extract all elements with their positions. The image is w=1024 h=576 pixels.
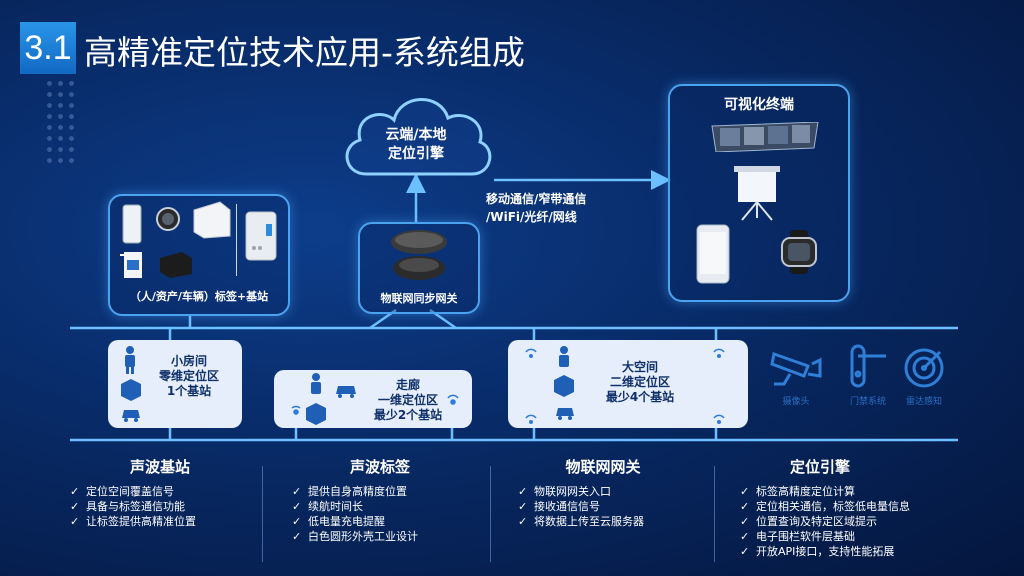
camera-icon (770, 352, 822, 386)
smartphone-icon (696, 224, 730, 284)
list-item: ✓开放API接口，支持性能拓展 (740, 545, 895, 558)
gateway-device-icon (391, 230, 447, 280)
vehicle-tag-icon (160, 252, 192, 278)
list-item: ✓提供自身高精度位置 (292, 485, 407, 498)
cloud-icon (345, 98, 492, 176)
camera-label: 摄像头 (782, 397, 810, 407)
list-item: ✓让标签提供高精准位置 (70, 515, 196, 528)
page-title: 高精准定位技术应用-系统组成 (84, 33, 525, 72)
video-wall-icon (711, 122, 819, 152)
badge-tag-icon (120, 252, 142, 278)
list-item: ✓低电量充电提醒 (292, 515, 385, 528)
decorative-dot-grid (44, 78, 76, 164)
zone-big-space: 大空间 二维定位区 最少4个基站 (508, 340, 748, 428)
column-list: ✓标签高精度定位计算 ✓定位相关通信，标签低电量信息 ✓位置查询及特定区域提示 … (740, 484, 910, 559)
list-item: ✓标签高精度定位计算 (740, 485, 855, 498)
list-item: ✓位置查询及特定区域提示 (740, 515, 877, 528)
list-item: ✓具备与标签通信功能 (70, 500, 185, 513)
list-item: ✓物联网网关入口 (518, 485, 611, 498)
column-title: 声波标签 (349, 458, 410, 476)
devices-panel: （人/资产/车辆）标签+基站 (108, 194, 290, 316)
projector-screen-icon (734, 166, 780, 221)
zone-small-room-icons (121, 346, 141, 422)
list-item: ✓将数据上传至云服务器 (518, 515, 644, 528)
column-list: ✓定位空间覆盖信号 ✓具备与标签通信功能 ✓让标签提供高精准位置 (70, 484, 196, 529)
network-label: 移动通信/窄带通信 /WiFi/光纤/网线 (486, 192, 587, 224)
devices-label: （人/资产/车辆）标签+基站 (129, 290, 269, 303)
radar-icon (904, 348, 944, 388)
wall-base-station-icon (245, 211, 277, 261)
zone-small-room-label: 小房间 零维定位区 1个基站 (158, 354, 219, 398)
column-title: 定位引擎 (789, 458, 850, 476)
door-access-icon (850, 344, 886, 388)
visual-terminal-title: 可视化终端 (724, 97, 794, 113)
column-divider (262, 466, 263, 562)
zone-corridor-label: 走廊 一维定位区 最少2个基站 (373, 378, 443, 422)
list-item: ✓电子围栏软件层基础 (740, 530, 855, 543)
watch-tag-icon (156, 207, 180, 231)
column-divider (490, 466, 491, 562)
gateway-label: 物联网同步网关 (380, 292, 458, 305)
list-item: ✓续航时间长 (292, 500, 363, 513)
column-title: 物联网网关 (565, 458, 641, 476)
column-list: ✓物联网网关入口 ✓接收通信信号 ✓将数据上传至云服务器 (518, 484, 644, 529)
gateway-panel: 物联网同步网关 (358, 222, 480, 314)
zone-big-space-label: 大空间 二维定位区 最少4个基站 (605, 360, 675, 404)
list-item: ✓白色圆形外壳工业设计 (292, 530, 418, 543)
list-item: ✓接收通信信号 (518, 500, 600, 513)
column-title: 声波基站 (129, 458, 190, 476)
visual-terminal-panel: 可视化终端 (668, 84, 850, 302)
base-station-box-icon (193, 201, 231, 239)
cloud-label: 云端/本地 定位引擎 (385, 127, 447, 162)
zone-big-space-icons (525, 346, 725, 424)
corridor-signal-icon (447, 394, 459, 405)
column-divider (714, 466, 715, 562)
smartwatch-icon (781, 230, 817, 274)
phone-tag-icon (122, 204, 142, 244)
list-item: ✓定位空间覆盖信号 (70, 485, 174, 498)
section-number: 3.1 (20, 22, 76, 74)
radar-label: 雷达感知 (905, 397, 942, 407)
column-list: ✓提供自身高精度位置 ✓续航时间长 ✓低电量充电提醒 ✓白色圆形外壳工业设计 (292, 484, 418, 544)
door-access-label: 门禁系统 (849, 397, 886, 407)
zone-small-room: 小房间 零维定位区 1个基站 (108, 340, 242, 428)
devices-separator (236, 204, 237, 276)
zone-corridor-icons (291, 373, 356, 425)
list-item: ✓定位相关通信，标签低电量信息 (740, 500, 910, 513)
zone-corridor: 走廊 一维定位区 最少2个基站 (274, 370, 472, 428)
